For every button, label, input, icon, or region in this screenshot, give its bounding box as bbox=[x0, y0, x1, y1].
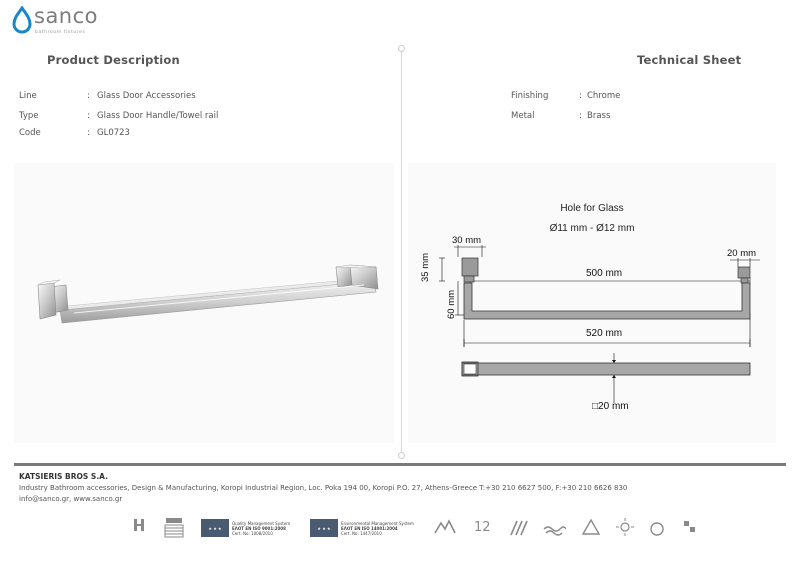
info-value: Glass Door Handle/Towel rail bbox=[97, 111, 219, 121]
katsieris-icon bbox=[434, 519, 456, 534]
footer-divider bbox=[14, 463, 786, 466]
product-description-title: Product Description bbox=[47, 53, 180, 67]
profile-20mm-label: □20 mm bbox=[592, 401, 629, 412]
info-label: Code bbox=[19, 128, 41, 138]
dim-30mm-label: 30 mm bbox=[452, 235, 482, 246]
eu-flag-icon: ★ ★ ★ bbox=[201, 519, 229, 537]
info-value: GL0723 bbox=[97, 128, 130, 138]
info-label: Line bbox=[19, 91, 37, 101]
company-contact: info@sanco.gr, www.sanco.gr bbox=[19, 495, 123, 503]
sun-icon bbox=[616, 518, 634, 536]
info-row-type: Type : Glass Door Handle/Towel rail bbox=[19, 111, 219, 121]
dim-520mm-label: 520 mm bbox=[586, 328, 623, 339]
nano-icon bbox=[684, 521, 695, 532]
technical-sheet-title: Technical Sheet bbox=[637, 53, 742, 67]
tech-row-finishing: Finishing : Chrome bbox=[511, 91, 621, 101]
water-drop-icon bbox=[12, 6, 32, 34]
info-row-code: Code : GL0723 bbox=[19, 128, 130, 138]
dimension-drawing bbox=[439, 245, 760, 403]
vertical-divider bbox=[401, 48, 402, 456]
greek-made-icon bbox=[164, 518, 184, 538]
brass-icon bbox=[510, 520, 528, 536]
saltwater-icon bbox=[543, 526, 566, 536]
divider-dot-top bbox=[398, 45, 405, 52]
tech-value: Brass bbox=[587, 111, 611, 121]
divider-dot-bottom bbox=[398, 452, 405, 459]
dim-20mm-label: 20 mm bbox=[727, 248, 757, 259]
info-label: Type bbox=[19, 111, 39, 121]
towel-rail-photo bbox=[37, 264, 379, 324]
brand-tagline: bathroom fixtures bbox=[35, 30, 86, 35]
hotels-icon bbox=[134, 519, 144, 531]
12-years-warranty-icon: 12 bbox=[474, 520, 491, 535]
hole-range: Ø11 mm - Ø12 mm bbox=[549, 223, 635, 234]
iso-9001-certificate: ★ ★ ★ Quality Management System ΕΛΟΤ EN … bbox=[201, 515, 310, 541]
svg-text:12: 12 bbox=[474, 520, 491, 535]
company-address: Industry Bathroom accessories, Design & … bbox=[19, 484, 628, 492]
product-photo bbox=[14, 163, 394, 443]
dim-500mm-label: 500 mm bbox=[586, 268, 623, 279]
dim-35mm-label: 35 mm bbox=[420, 252, 431, 282]
hole-title: Hole for Glass bbox=[560, 203, 624, 214]
iso-14001-certificate: ★ ★ ★ Environmental Management System ΕΛ… bbox=[310, 515, 419, 541]
dim-60mm-label: 60 mm bbox=[446, 289, 457, 319]
sanco-logo: sanco bathroom fixtures bbox=[12, 4, 112, 36]
info-row-line: Line : Glass Door Accessories bbox=[19, 91, 196, 101]
info-value: Glass Door Accessories bbox=[97, 91, 196, 101]
tech-label: Finishing bbox=[511, 91, 549, 101]
brand-name: sanco bbox=[34, 4, 99, 28]
technical-drawing: Hole for Glass Ø11 mm - Ø12 mm bbox=[408, 163, 776, 443]
tech-label: Metal bbox=[511, 111, 535, 121]
eu-flag-icon: ★ ★ ★ bbox=[310, 519, 338, 537]
tech-row-metal: Metal : Brass bbox=[511, 111, 611, 121]
eco-icon bbox=[650, 522, 664, 536]
tech-value: Chrome bbox=[587, 91, 621, 101]
company-name: KATSIERIS BROS S.A. bbox=[19, 472, 108, 481]
recycle-icon bbox=[581, 518, 601, 535]
